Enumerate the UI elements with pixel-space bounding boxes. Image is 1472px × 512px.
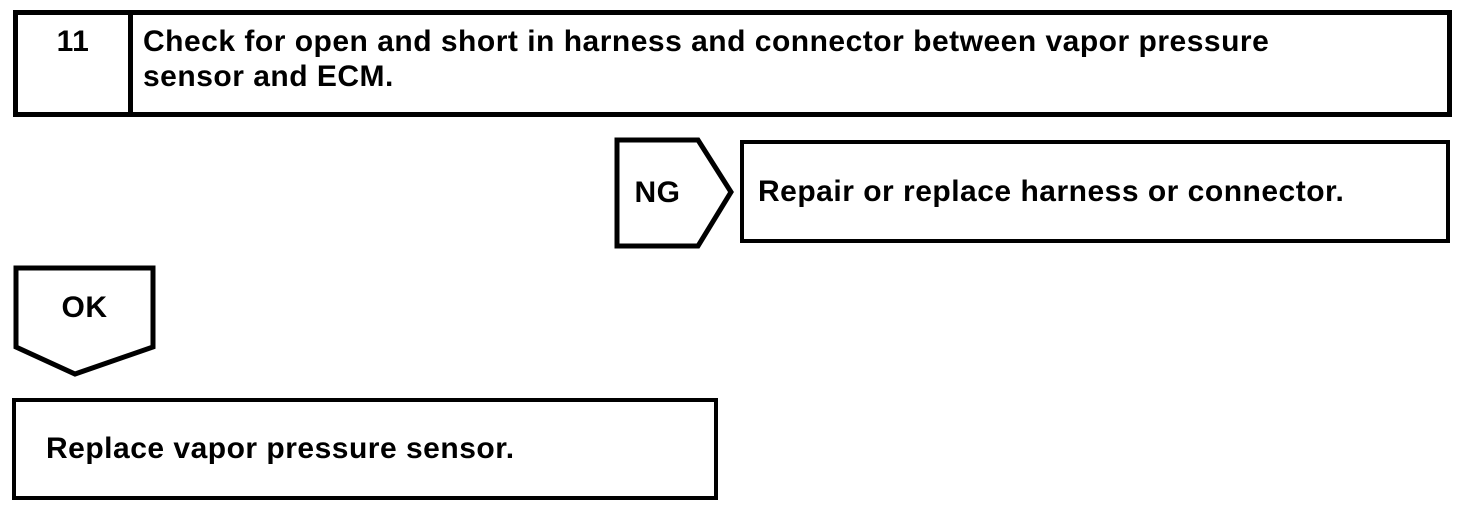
step-instruction: Check for open and short in harness and … [133, 15, 1447, 112]
ng-label-container: NG [617, 140, 698, 245]
ok-connector-outline [13, 265, 156, 377]
ok-connector-shape [13, 265, 156, 377]
ok-action-box: Replace vapor pressure sensor. [12, 398, 718, 500]
ok-label: OK [61, 290, 108, 324]
step-instruction-line-2: sensor and ECM. [143, 60, 394, 93]
step-box: 11 Check for open and short in harness a… [13, 10, 1452, 117]
ok-label-container: OK [16, 268, 153, 347]
ng-label: NG [634, 175, 681, 209]
ng-connector-outline [614, 137, 734, 249]
ng-action-text: Repair or replace harness or connector. [758, 174, 1345, 208]
ok-action-text: Replace vapor pressure sensor. [46, 432, 515, 465]
ng-action-box: Repair or replace harness or connector. [740, 140, 1450, 243]
ng-connector-shape [614, 137, 734, 249]
step-number-cell: 11 [18, 15, 133, 112]
step-number: 11 [56, 25, 90, 58]
step-instruction-line-1: Check for open and short in harness and … [143, 25, 1270, 58]
